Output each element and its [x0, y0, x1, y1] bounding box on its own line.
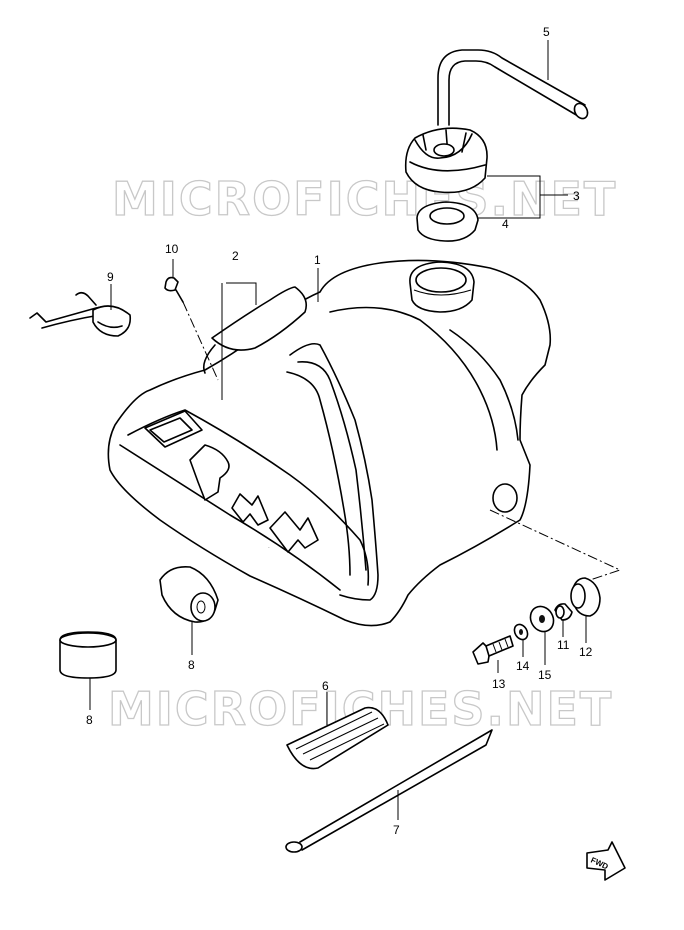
- callout-14: 14: [516, 659, 530, 673]
- callout-11: 11: [557, 638, 570, 652]
- callout-7: 7: [393, 823, 400, 837]
- cap-gasket: [416, 201, 479, 242]
- bracket-clip: [29, 291, 132, 337]
- callout-3: 3: [573, 189, 580, 203]
- cushion-lower: [59, 631, 117, 679]
- callout-9: 9: [107, 270, 114, 284]
- callout-4: 4: [502, 217, 509, 231]
- callout-1: 1: [314, 253, 321, 267]
- callout-8-upper: 8: [188, 658, 195, 672]
- callout-5: 5: [543, 25, 550, 39]
- tank-graphic-text: RM: [268, 547, 270, 549]
- washer: [529, 605, 555, 633]
- fuel-tank: RM: [107, 259, 552, 627]
- callout-10: 10: [165, 242, 179, 256]
- forward-arrow-icon: FWD: [586, 841, 626, 881]
- callout-13: 13: [492, 677, 506, 691]
- callouts: 5 3 4 10 2 1 9 8 8 11 12 13 14 15 6 7: [86, 25, 593, 837]
- breather-hose: [437, 49, 589, 126]
- cushion-upper: [159, 565, 219, 623]
- callout-12: 12: [579, 645, 593, 659]
- tank-pad: [286, 706, 389, 770]
- fuel-cap: [404, 127, 488, 194]
- callout-2: 2: [232, 249, 239, 263]
- collar: [554, 603, 573, 621]
- leader-lines: [89, 40, 587, 820]
- bolt: [472, 635, 514, 665]
- callout-8-lower: 8: [86, 713, 93, 727]
- screw: [164, 276, 184, 303]
- assembly-lines: [182, 301, 622, 581]
- callout-15: 15: [538, 668, 552, 682]
- strap: [285, 729, 493, 853]
- watermark-top: MICROFICHES.NET: [112, 172, 617, 226]
- callout-6: 6: [322, 679, 329, 693]
- small-washer: [513, 623, 529, 641]
- grommet: [570, 577, 601, 617]
